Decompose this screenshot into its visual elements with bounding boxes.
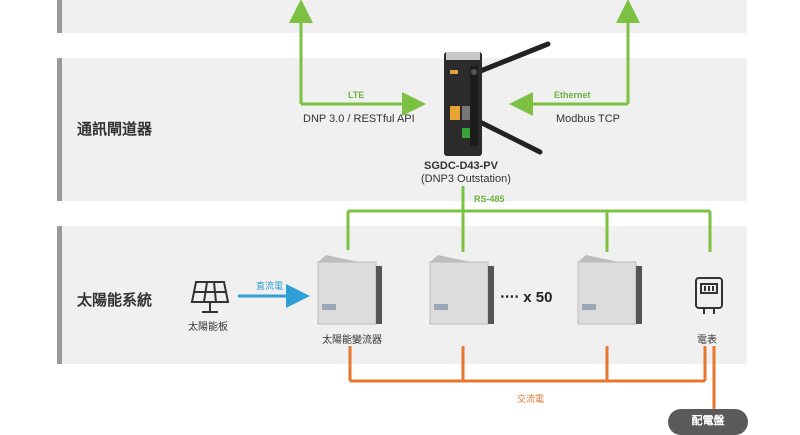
ethernet-protocol-label: Modbus TCP <box>556 113 620 125</box>
inverter-3-image <box>577 255 642 325</box>
ac-label: 交流電 <box>517 394 545 404</box>
solar-panel-label: 太陽能板 <box>188 322 228 333</box>
rs485-bus <box>346 186 712 252</box>
solar-panel-icon <box>190 281 230 313</box>
meter-icon <box>695 277 723 314</box>
inverter-1-image <box>317 255 382 325</box>
lte-protocol-label: DNP 3.0 / RESTful API <box>303 113 415 125</box>
solar-layer-label: 太陽能系統 <box>77 291 153 309</box>
ac-bus <box>348 346 716 410</box>
gateway-layer-label: 通訊閘道器 <box>77 120 153 138</box>
gateway-layer-band <box>57 58 747 201</box>
gateway-device-image <box>444 41 551 156</box>
ethernet-label: Ethernet <box>554 90 591 100</box>
meter-label: 電表 <box>697 335 717 346</box>
dc-label: 直流電 <box>256 281 284 291</box>
device-role-label: (DNP3 Outstation) <box>421 173 511 185</box>
rs485-label: RS-485 <box>474 194 505 204</box>
device-model-label: SGDC-D43-PV <box>424 160 498 172</box>
distribution-board-label: 配電盤 <box>668 409 748 435</box>
inverter-count-label: ‧‧‧‧ x 50 <box>500 289 553 306</box>
inverter-2-image <box>429 255 494 325</box>
inverter-label: 太陽能變流器 <box>322 335 382 346</box>
ethernet-connection <box>509 0 640 116</box>
lte-connection <box>289 0 426 116</box>
lte-label: LTE <box>348 90 365 100</box>
